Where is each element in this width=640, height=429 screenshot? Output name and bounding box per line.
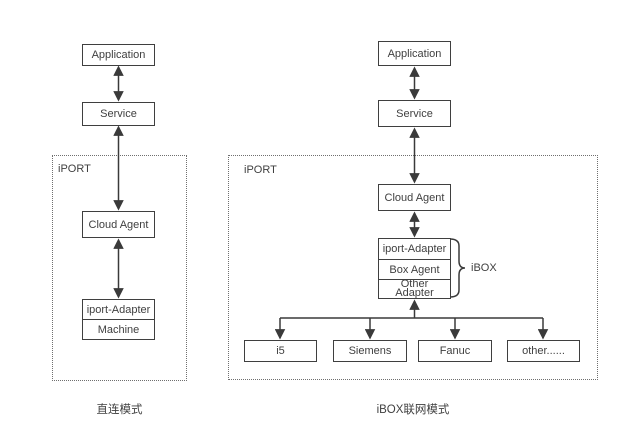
left-service-label: Service bbox=[100, 108, 137, 120]
left-adapter-machine-stack: iport-Adapter Machine bbox=[82, 299, 155, 340]
device-siemens-box: Siemens bbox=[333, 340, 407, 362]
right-iport-adapter-cell: iport-Adapter bbox=[379, 239, 450, 259]
right-other-adapter-label: Other Adapter bbox=[395, 277, 434, 299]
device-i5-box: i5 bbox=[244, 340, 317, 362]
left-cloud-agent-label: Cloud Agent bbox=[88, 218, 149, 231]
right-application-label: Application bbox=[387, 47, 442, 60]
right-service-label: Service bbox=[396, 107, 433, 120]
left-iport-adapter-label: iport-Adapter bbox=[86, 303, 151, 316]
device-other-label: other...... bbox=[522, 345, 565, 357]
iport-container-left-label: iPORT bbox=[58, 163, 91, 175]
right-box-agent-label: Box Agent bbox=[389, 263, 440, 276]
device-other-box: other...... bbox=[507, 340, 580, 362]
right-service-box: Service bbox=[378, 100, 451, 127]
right-box-agent-cell: Box Agent bbox=[379, 259, 450, 279]
right-application-box: Application bbox=[378, 41, 451, 66]
right-caption: iBOX联网模式 bbox=[376, 404, 450, 416]
device-i5-label: i5 bbox=[276, 345, 285, 357]
iport-container-right-label: iPORT bbox=[244, 164, 277, 176]
iport-container-left: iPORT bbox=[52, 155, 187, 381]
right-cloud-agent-box: Cloud Agent bbox=[378, 184, 451, 211]
left-application-label: Application bbox=[91, 49, 146, 61]
ibox-brace-label: iBOX bbox=[471, 262, 497, 274]
left-machine-label: Machine bbox=[97, 323, 140, 336]
left-service-box: Service bbox=[82, 102, 155, 126]
right-iport-adapter-label: iport-Adapter bbox=[382, 243, 447, 255]
right-cloud-agent-label: Cloud Agent bbox=[384, 191, 445, 204]
left-application-box: Application bbox=[82, 44, 155, 66]
left-iport-adapter-cell: iport-Adapter bbox=[83, 300, 154, 319]
device-siemens-label: Siemens bbox=[348, 345, 392, 357]
device-fanuc-box: Fanuc bbox=[418, 340, 492, 362]
left-cloud-agent-box: Cloud Agent bbox=[82, 211, 155, 238]
right-other-adapter-cell: Other Adapter bbox=[379, 277, 450, 299]
right-ibox-stack: iport-Adapter Box Agent Other Adapter bbox=[378, 238, 451, 299]
device-fanuc-label: Fanuc bbox=[439, 345, 471, 357]
left-caption: 直连模式 bbox=[96, 404, 143, 416]
left-machine-cell: Machine bbox=[83, 319, 154, 339]
